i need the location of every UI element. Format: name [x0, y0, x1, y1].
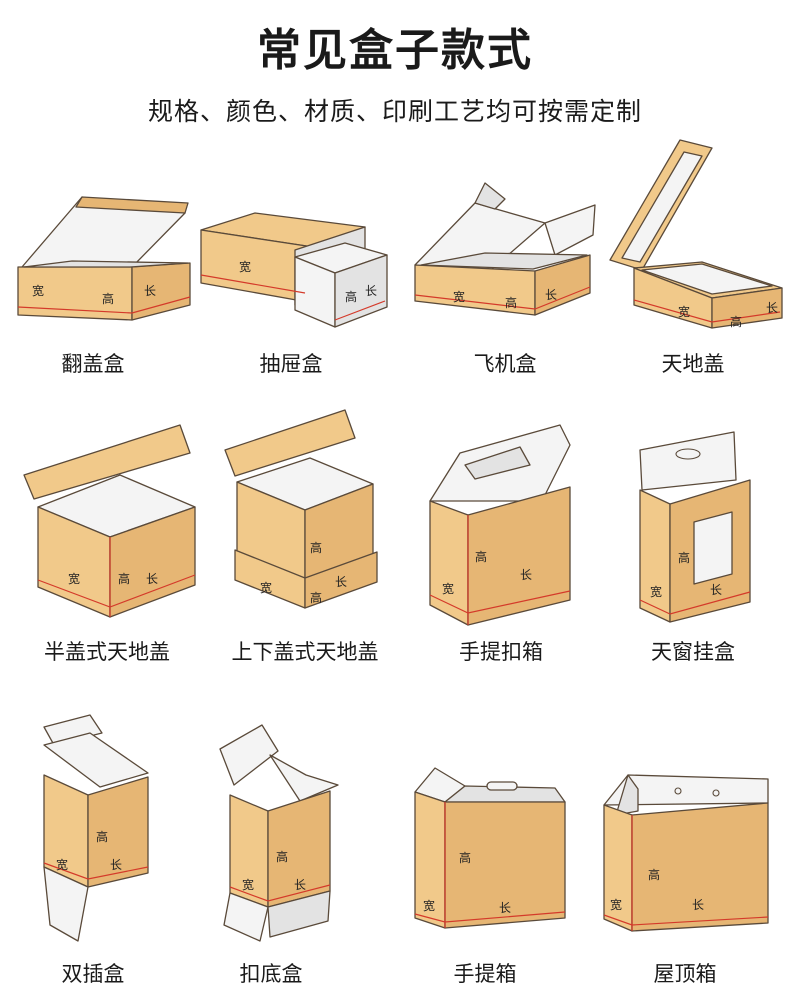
- carry-case-box-illustration: 高 宽 长: [414, 767, 566, 929]
- box-window-hang: 高 宽 长: [630, 431, 790, 623]
- caption-carry-case: 手提箱: [453, 962, 517, 986]
- box-airplane: 宽 高 长: [405, 175, 596, 355]
- label-height: 高: [310, 540, 322, 555]
- label-length: 长: [144, 284, 156, 298]
- label-length: 长: [766, 301, 778, 315]
- page-subtitle: 规格、颜色、材质、印刷工艺均可按需定制: [147, 97, 642, 126]
- box-carry-case: 高 宽 长: [405, 767, 595, 948]
- label-length: 长: [335, 575, 347, 589]
- caption-drawer: 抽屉盒: [259, 352, 323, 376]
- box-flip-lid: 宽 高 长: [10, 175, 200, 355]
- caption-window-hang: 天窗挂盒: [651, 640, 735, 664]
- label-height: 高: [459, 850, 471, 865]
- label-width: 宽: [423, 898, 435, 913]
- box-half-lid: 宽 高 长: [10, 415, 200, 618]
- caption-flip-lid: 翻盖盒: [61, 352, 125, 376]
- label-length: 长: [499, 901, 511, 915]
- handle-buckle-box-illustration: 高 宽 长: [429, 424, 571, 626]
- caption-lock-bottom: 扣底盒: [239, 962, 303, 986]
- label-height-2: 高: [310, 590, 322, 605]
- label-width: 宽: [32, 283, 44, 298]
- airplane-box-illustration: 宽 高 长: [414, 182, 596, 316]
- label-length: 长: [692, 898, 704, 912]
- box-handle-buckle: 高 宽 长: [420, 415, 610, 626]
- label-height: 高: [730, 314, 742, 329]
- caption-airplane: 飞机盒: [473, 352, 537, 376]
- label-length: 长: [710, 583, 722, 597]
- label-length: 长: [294, 878, 306, 892]
- box-lock-bottom: 高 宽 长: [210, 724, 400, 942]
- label-length: 长: [545, 288, 557, 302]
- label-width: 宽: [453, 289, 465, 304]
- box-drawer: 宽 高 长: [195, 175, 388, 355]
- label-height: 高: [118, 571, 130, 586]
- lid-base-box-illustration: 宽 高 长: [609, 139, 783, 329]
- half-lid-box-illustration: 宽 高 长: [23, 424, 196, 618]
- label-width: 宽: [56, 857, 68, 872]
- label-length: 长: [110, 858, 122, 872]
- box-roof: 高 宽 长: [598, 774, 788, 955]
- label-width: 宽: [650, 584, 662, 599]
- roof-box-illustration: 高 宽 长: [603, 774, 769, 932]
- label-width: 宽: [678, 304, 690, 319]
- caption-top-bottom-lid: 上下盖式天地盖: [231, 640, 379, 664]
- lock-bottom-box-illustration: 高 宽 长: [219, 724, 339, 942]
- box-lid-base: 宽 高 长: [600, 139, 790, 329]
- label-length: 长: [520, 568, 532, 582]
- caption-roof: 屋顶箱: [653, 962, 717, 986]
- label-width: 宽: [68, 571, 80, 586]
- page-title: 常见盒子款式: [257, 25, 533, 76]
- label-height: 高: [345, 289, 357, 304]
- label-height: 高: [475, 549, 487, 564]
- caption-half-lid: 半盖式天地盖: [44, 640, 170, 664]
- label-width: 宽: [239, 259, 251, 274]
- window-hang-box-illustration: 高 宽 长: [639, 431, 751, 623]
- caption-handle-buckle: 手提扣箱: [459, 640, 543, 664]
- box-top-bottom-lid: 高 宽 高 长: [215, 409, 405, 609]
- label-height: 高: [648, 867, 660, 882]
- label-width: 宽: [242, 877, 254, 892]
- double-tuck-box-illustration: 高 宽 长: [43, 714, 149, 942]
- box-double-tuck: 高 宽 长: [30, 714, 220, 942]
- label-length: 长: [365, 284, 377, 298]
- label-height: 高: [678, 550, 690, 565]
- drawer-box-illustration: 宽 高 长: [200, 212, 388, 328]
- label-height: 高: [276, 849, 288, 864]
- label-width: 宽: [260, 580, 272, 595]
- label-width: 宽: [610, 897, 622, 912]
- label-height: 高: [102, 291, 114, 306]
- label-width: 宽: [442, 581, 454, 596]
- caption-lid-base: 天地盖: [661, 352, 725, 376]
- label-length: 长: [146, 572, 158, 586]
- label-height: 高: [505, 295, 517, 310]
- caption-double-tuck: 双插盒: [61, 962, 125, 986]
- label-height: 高: [96, 829, 108, 844]
- flip-lid-box-illustration: 宽 高 长: [17, 196, 191, 321]
- top-bottom-lid-box-illustration: 高 宽 高 长: [224, 409, 378, 609]
